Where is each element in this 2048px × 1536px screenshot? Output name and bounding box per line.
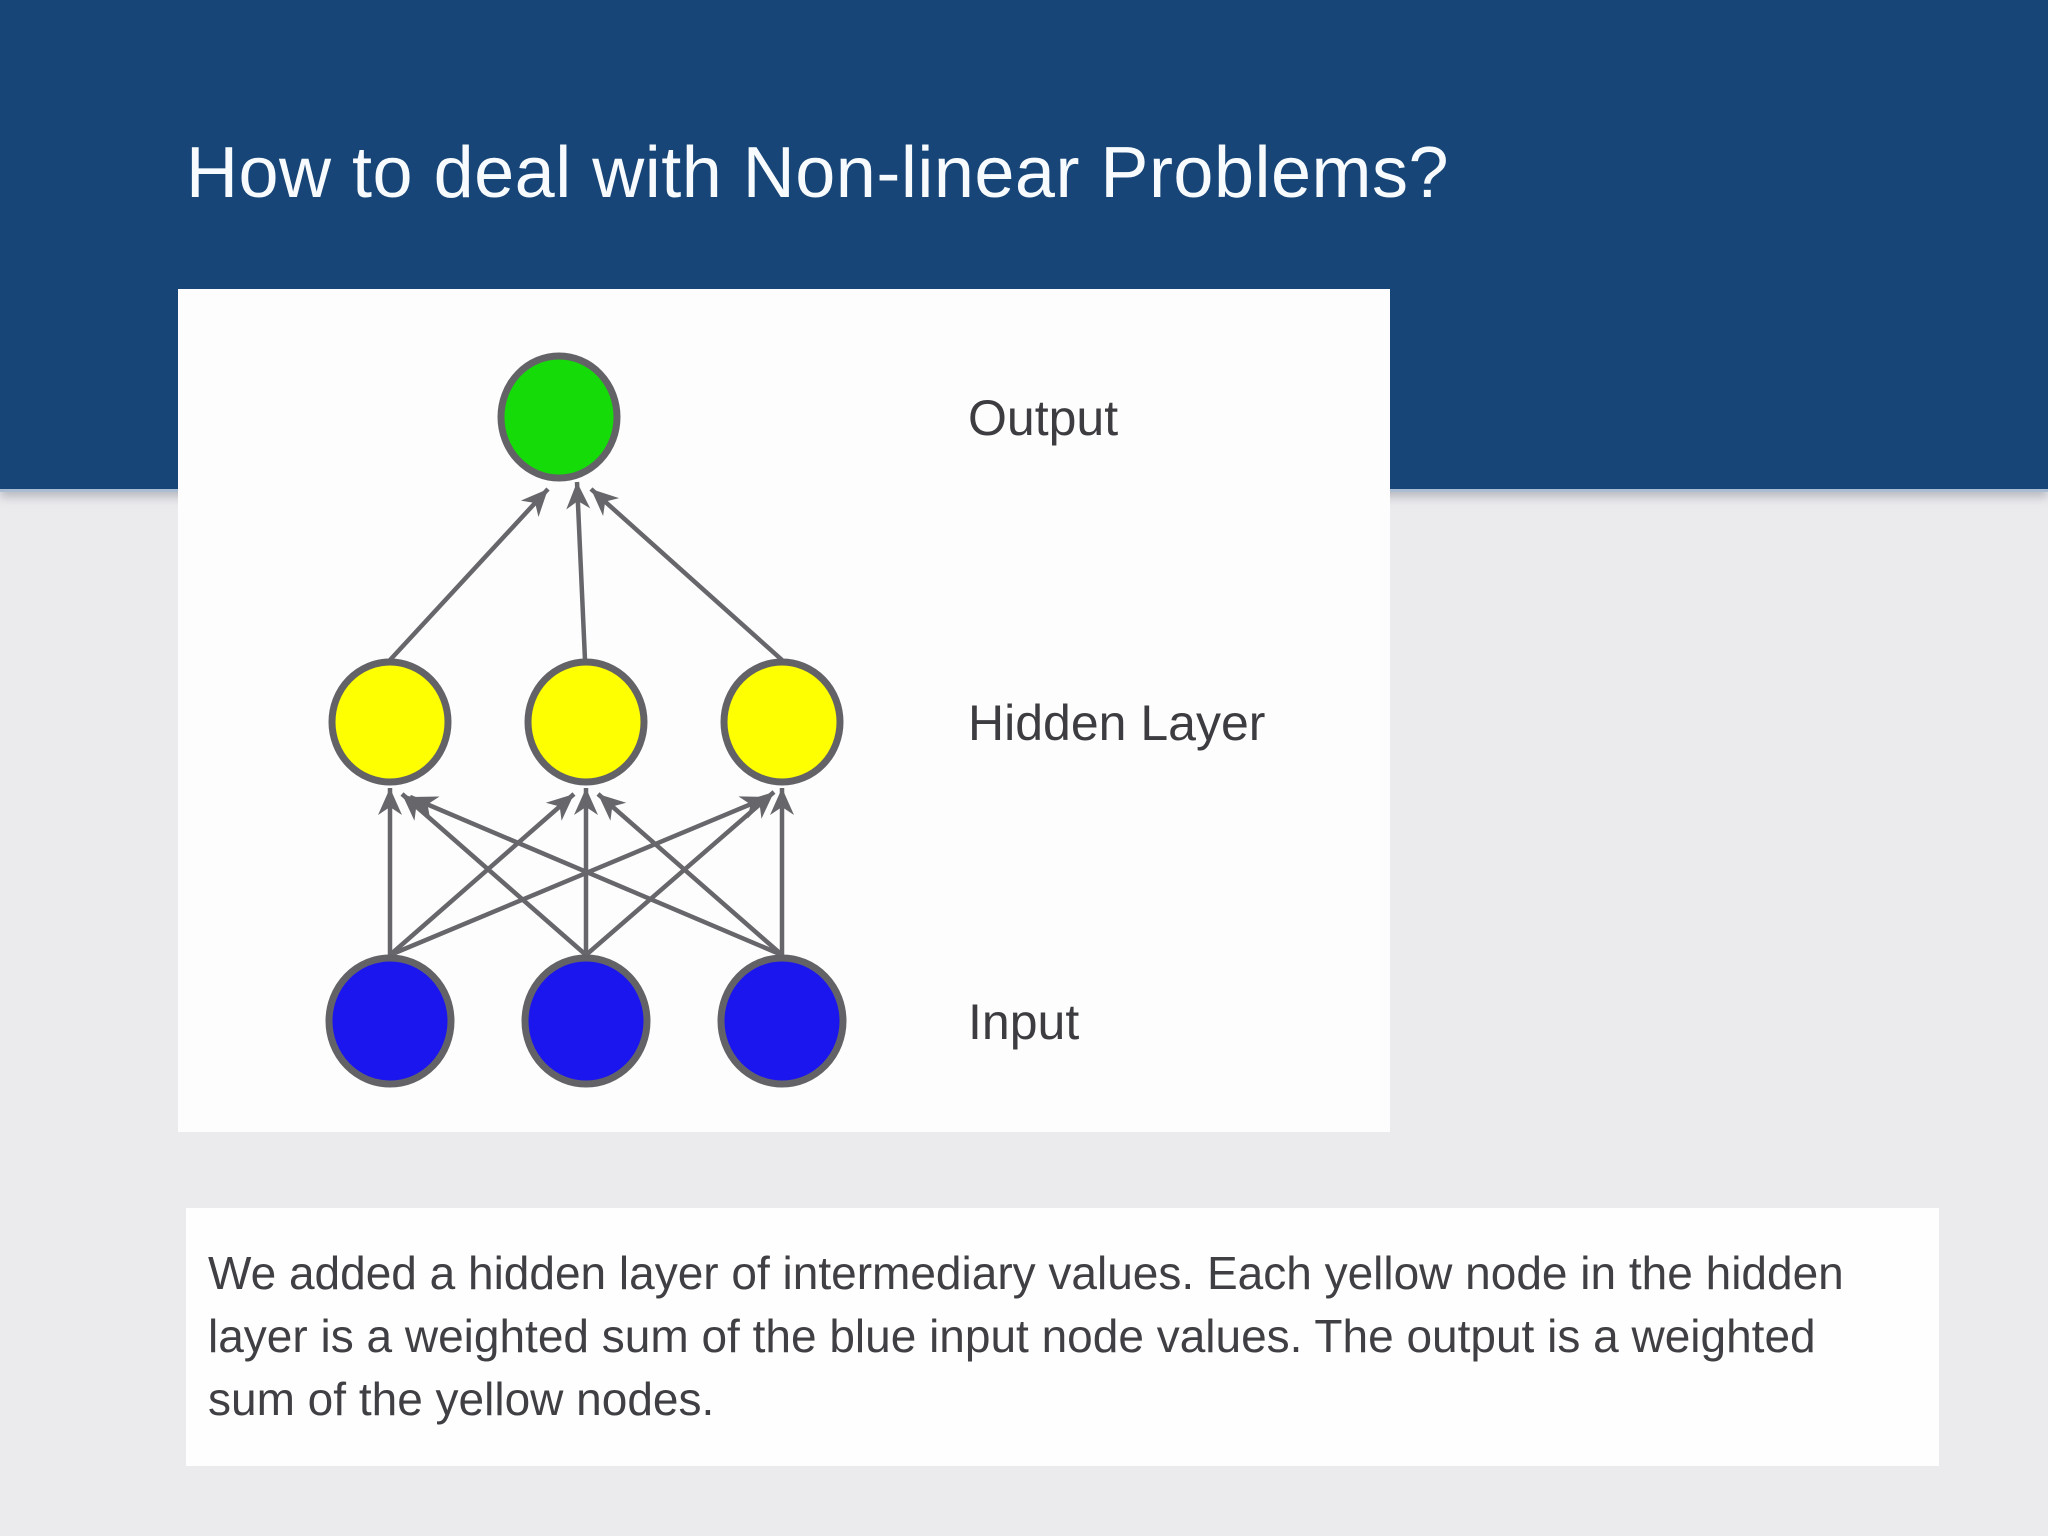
edge-hidden3-output (589, 487, 784, 662)
nodes (325, 352, 847, 1088)
edge-input1-hidden3 (389, 794, 769, 958)
diagram-panel: Output Hidden Layer Input (178, 289, 1390, 1132)
input-node-1 (325, 954, 455, 1088)
edge-input2-hidden1 (400, 792, 588, 957)
hidden-layer-label: Hidden Layer (968, 695, 1265, 751)
edge-input3-hidden2 (596, 792, 784, 957)
hidden-node-3 (720, 658, 844, 786)
edge-input3-hidden1 (409, 794, 783, 958)
output-node (497, 352, 621, 482)
input-node-3 (717, 954, 847, 1088)
output-layer-label: Output (968, 390, 1118, 446)
input-layer-label: Input (968, 994, 1079, 1050)
input-node-2 (521, 954, 651, 1088)
caption-box: We added a hidden layer of intermediary … (186, 1208, 1939, 1466)
edge-input2-hidden3 (584, 790, 776, 957)
input-to-hidden-edges (378, 788, 794, 958)
neural-network-diagram: Output Hidden Layer Input (325, 352, 1265, 1088)
edge-hidden1-output (388, 487, 550, 662)
hidden-node-1 (328, 658, 452, 786)
hidden-node-2 (524, 658, 648, 786)
edge-input1-hidden2 (388, 792, 576, 957)
edge-hidden2-output (566, 481, 591, 661)
hidden-to-output-edges (388, 481, 784, 662)
slide-title: How to deal with Non-linear Problems? (186, 133, 1450, 213)
caption-text: We added a hidden layer of intermediary … (208, 1247, 1844, 1425)
